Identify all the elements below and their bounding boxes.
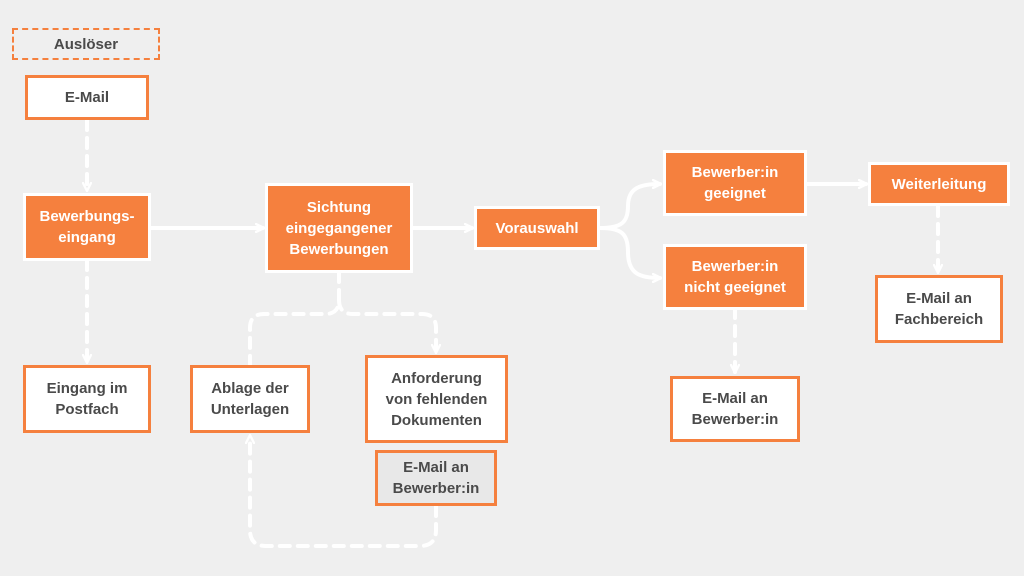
node-geeignet: Bewerber:in geeignet (663, 150, 807, 216)
node-ablage: Ablage der Unterlagen (190, 365, 310, 433)
legend-trigger-box: Auslöser (12, 28, 160, 60)
connector-vorauswahl-to-nicht-geeignet (598, 226, 660, 278)
node-eingang-postfach: Eingang im Postfach (23, 365, 151, 433)
connector-sichtung-branch (248, 270, 341, 366)
node-vorauswahl: Vorauswahl (474, 206, 600, 250)
node-email-fachbereich: E-Mail an Fachbereich (875, 275, 1003, 343)
node-bewerbungseingang: Bewerbungs- eingang (23, 193, 151, 261)
connector-vorauswahl-to-geeignet (598, 184, 660, 230)
node-email-bewerber-1: E-Mail an Bewerber:in (375, 450, 497, 506)
connector-email-loop-to-ablage (250, 434, 438, 548)
node-anforderung: Anforderung von fehlenden Dokumenten (365, 355, 508, 443)
connector-sichtung-to-anforderung (337, 298, 436, 354)
node-nicht-geeignet: Bewerber:in nicht geeignet (663, 244, 807, 310)
node-email: E-Mail (25, 75, 149, 120)
node-sichtung: Sichtung eingegangener Bewerbungen (265, 183, 413, 273)
node-email-bewerber-2: E-Mail an Bewerber:in (670, 376, 800, 442)
node-weiterleitung: Weiterleitung (868, 162, 1010, 206)
